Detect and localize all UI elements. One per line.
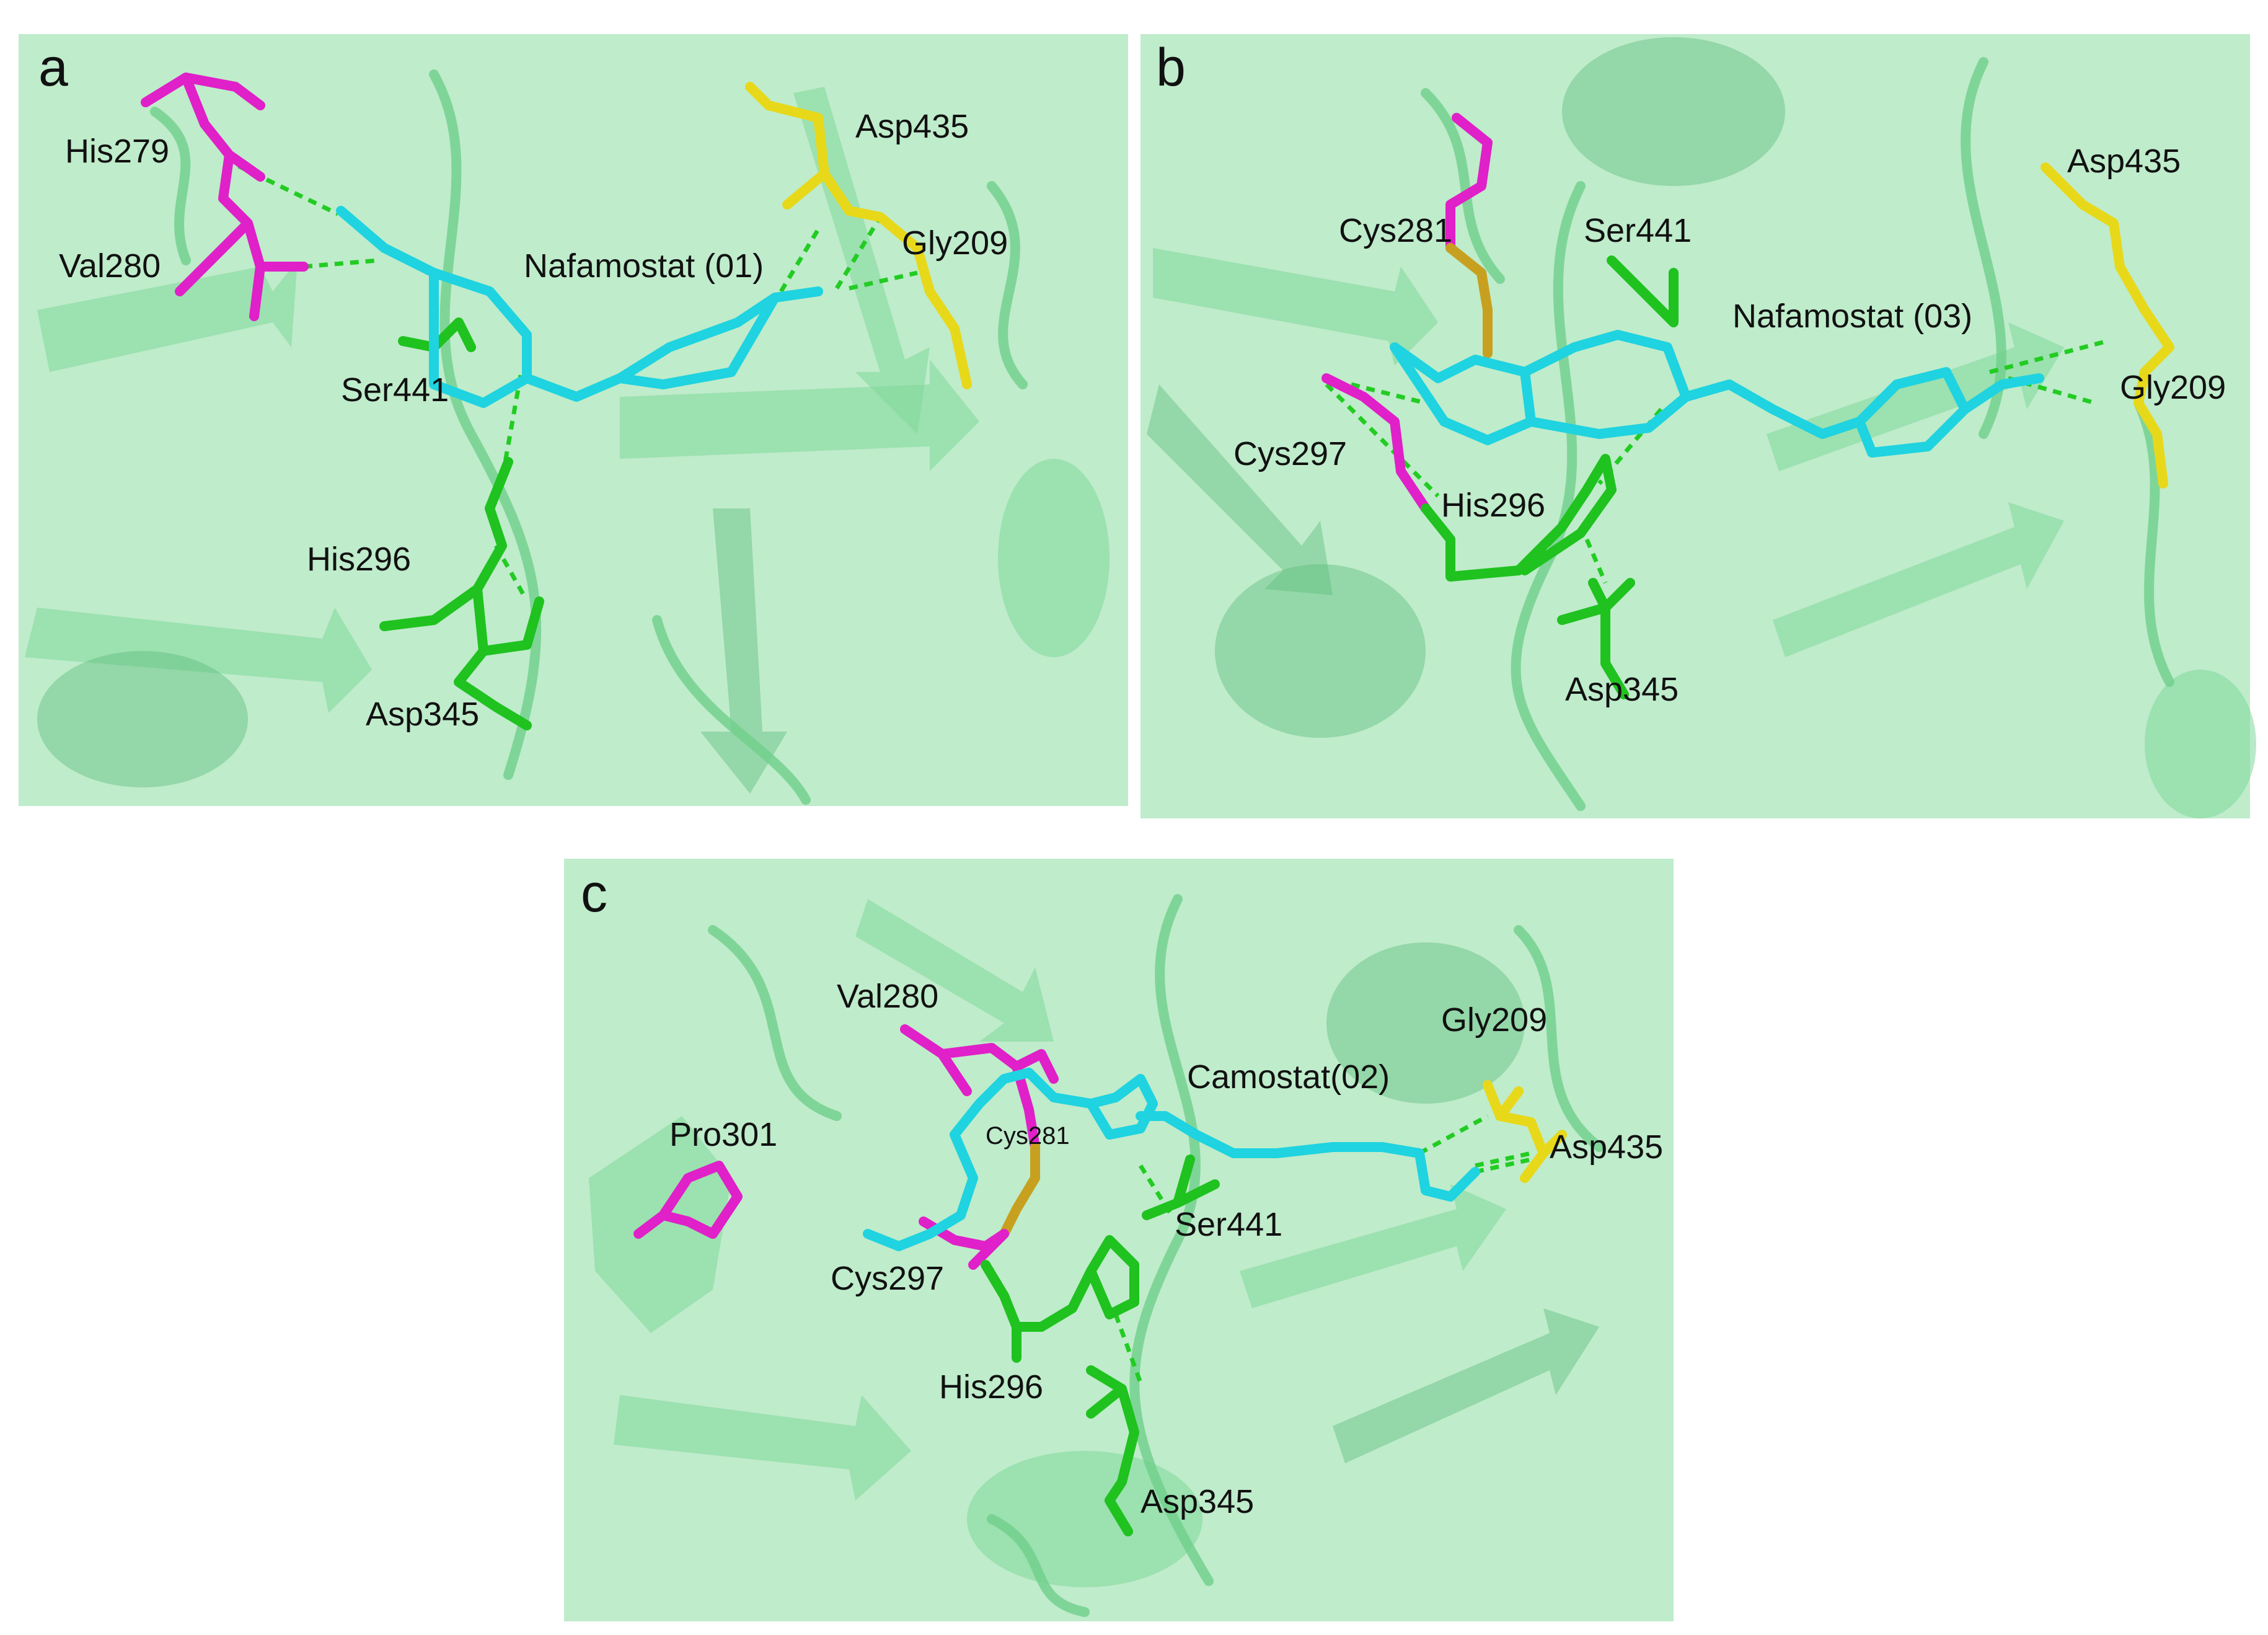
panel-a: a His279 Val280 Asp435 Nafamostat (01) G… xyxy=(19,34,1128,806)
panel-a-label-asp435: Asp435 xyxy=(855,108,969,145)
panel-a-label-ser441: Ser441 xyxy=(341,371,449,409)
panel-c-label-cys281: Cys281 xyxy=(986,1122,1070,1150)
panel-a-residue-sticks xyxy=(141,73,972,730)
panel-b-label-his296: His296 xyxy=(1441,487,1545,524)
panel-c-label-gly209: Gly209 xyxy=(1441,1001,1547,1039)
panel-a-label-his296: His296 xyxy=(307,541,411,578)
panel-b-label-gly209: Gly209 xyxy=(2120,369,2226,406)
panel-b-letter: b xyxy=(1156,38,1186,97)
panel-c-label-cys297: Cys297 xyxy=(831,1260,944,1297)
panel-c-ligand-sticks xyxy=(863,1068,1480,1251)
panel-c-residue-sticks xyxy=(633,1024,1567,1536)
panel-a-label-gly209: Gly209 xyxy=(902,224,1008,262)
panel-a-label-his279: His279 xyxy=(65,133,169,170)
panel-c-label-ser441: Ser441 xyxy=(1175,1206,1282,1243)
panel-b-label-asp345: Asp345 xyxy=(1565,671,1679,708)
panel-b-label-cys297: Cys297 xyxy=(1233,435,1347,472)
panel-a-protein-cartoon xyxy=(25,69,1110,805)
panel-c-label-asp435: Asp435 xyxy=(1550,1128,1663,1166)
panel-b-label-ser441: Ser441 xyxy=(1584,212,1692,249)
panel-a-label-asp345: Asp345 xyxy=(366,696,479,733)
panel-a-label-ligand: Nafamostat (01) xyxy=(524,247,764,285)
panel-a-ligand-sticks xyxy=(336,206,823,408)
panel-b-ligand-sticks xyxy=(1390,330,2044,458)
panel-c-label-his296: His296 xyxy=(939,1368,1043,1406)
panel-c-letter: c xyxy=(581,864,607,923)
panel-b-residue-sticks xyxy=(1322,113,2174,699)
panel-c-label-pro301: Pro301 xyxy=(669,1116,777,1153)
panel-c-label-val280: Val280 xyxy=(837,978,938,1015)
panel-c-label-asp345: Asp345 xyxy=(1141,1483,1254,1520)
panel-b-background xyxy=(1141,34,2250,818)
panel-c-protein-cartoon xyxy=(589,894,1604,1617)
panel-b: b Cys281 Ser441 Asp435 Nafamostat (03) G… xyxy=(1141,34,2256,818)
panel-c-label-ligand: Camostat(02) xyxy=(1187,1058,1390,1096)
panel-b-label-cys281: Cys281 xyxy=(1339,212,1452,249)
panel-b-label-ligand: Nafamostat (03) xyxy=(1732,298,1972,335)
panel-b-label-asp435: Asp435 xyxy=(2067,143,2181,180)
panel-c: c Val280 Camostat(02) Gly209 Pro301 Cys2… xyxy=(564,859,1674,1621)
panel-a-letter: a xyxy=(38,38,68,97)
panel-a-label-val280: Val280 xyxy=(59,247,161,285)
